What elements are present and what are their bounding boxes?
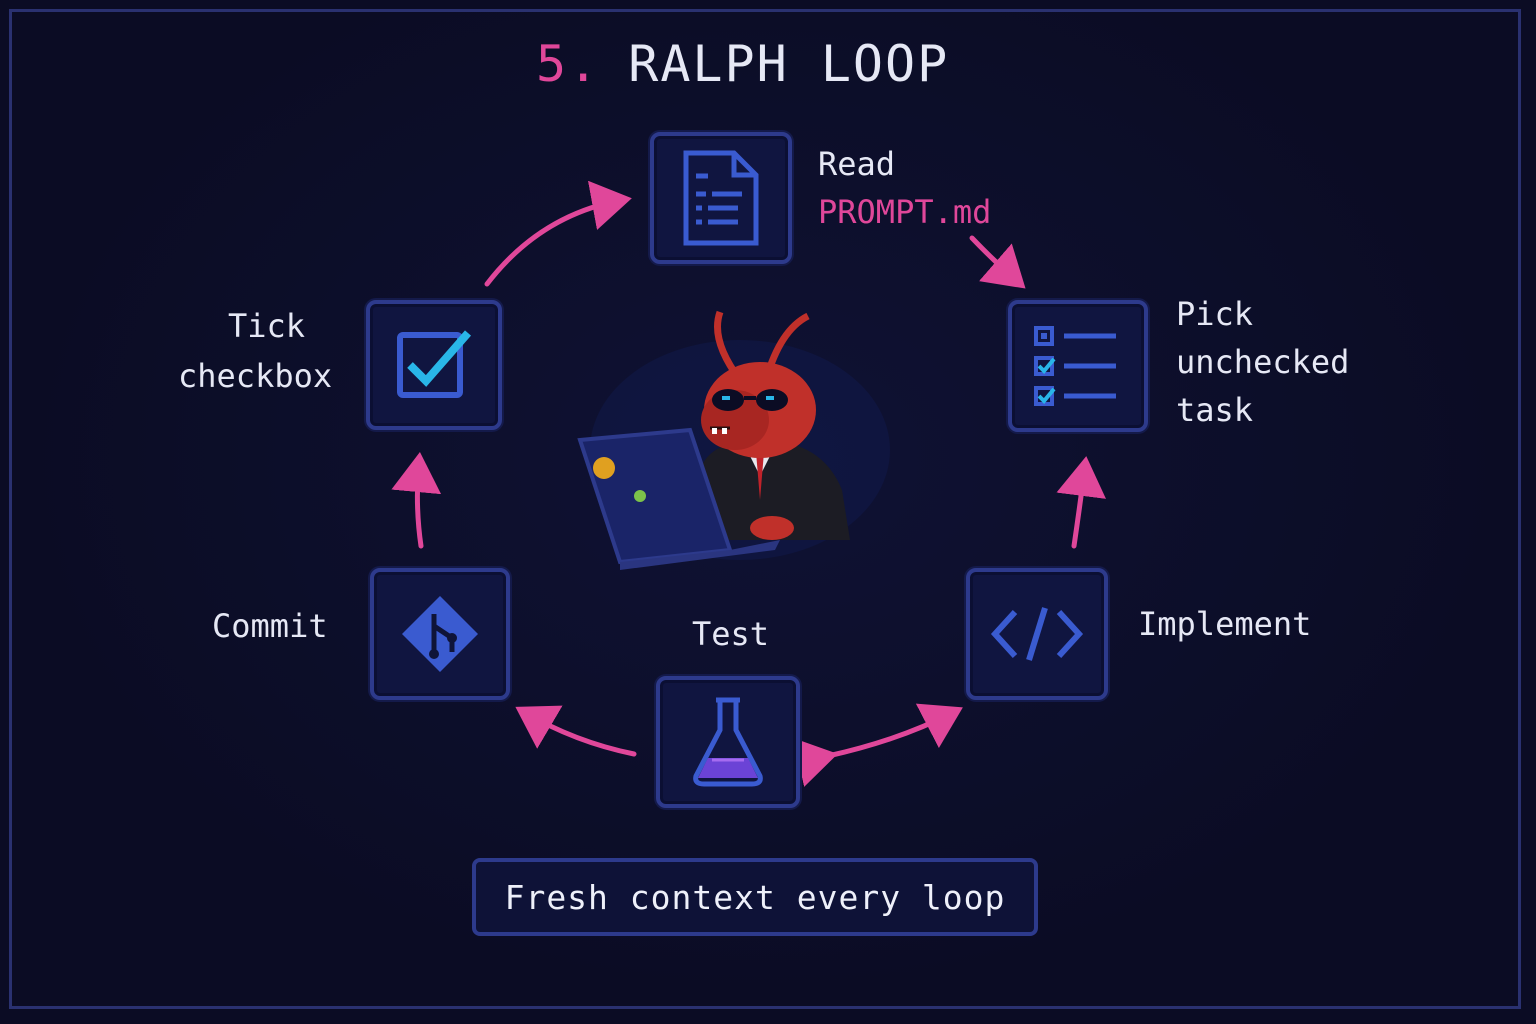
step-commit-label: Commit [212, 607, 328, 645]
step-commit-node [370, 568, 510, 700]
footer-caption: Fresh context every loop [472, 858, 1038, 936]
title-text: RALPH LOOP [628, 35, 950, 93]
document-icon [683, 150, 759, 246]
step-read-label: Read [818, 145, 896, 183]
git-icon [402, 596, 478, 672]
arrow-implement-to-pick [1056, 456, 1106, 549]
step-test-node [656, 676, 800, 808]
step-pick-label-2: unchecked [1176, 343, 1350, 381]
title-number: 5. [536, 35, 601, 93]
arrow-commit-to-tick [391, 452, 442, 549]
step-implement-label: Implement [1138, 605, 1312, 643]
arrow-tick-to-read [484, 180, 632, 287]
checkbox-icon [397, 330, 472, 398]
ant-developer-icon [577, 310, 890, 570]
step-pick-label-1: Pick [1176, 295, 1254, 333]
step-pick-node [1008, 300, 1148, 432]
checklist-icon [1034, 326, 1116, 406]
step-read-node [650, 132, 792, 264]
step-tick-label-1: Tick [228, 307, 306, 345]
arrow-test-to-implement [793, 703, 963, 787]
step-pick-label-3: task [1176, 391, 1254, 429]
arrow-test-to-commit [515, 705, 637, 757]
step-test-label: Test [692, 615, 770, 653]
step-implement-node [966, 568, 1108, 700]
arrow-read-to-pick [969, 235, 1026, 289]
step-tick-label-2: checkbox [178, 357, 333, 395]
page-title: 5. RALPH LOOP [536, 34, 949, 94]
flask-icon [693, 697, 763, 787]
code-brackets-icon [990, 607, 1084, 661]
step-tick-node [366, 300, 502, 430]
step-read-filename: PROMPT.md [818, 193, 992, 231]
